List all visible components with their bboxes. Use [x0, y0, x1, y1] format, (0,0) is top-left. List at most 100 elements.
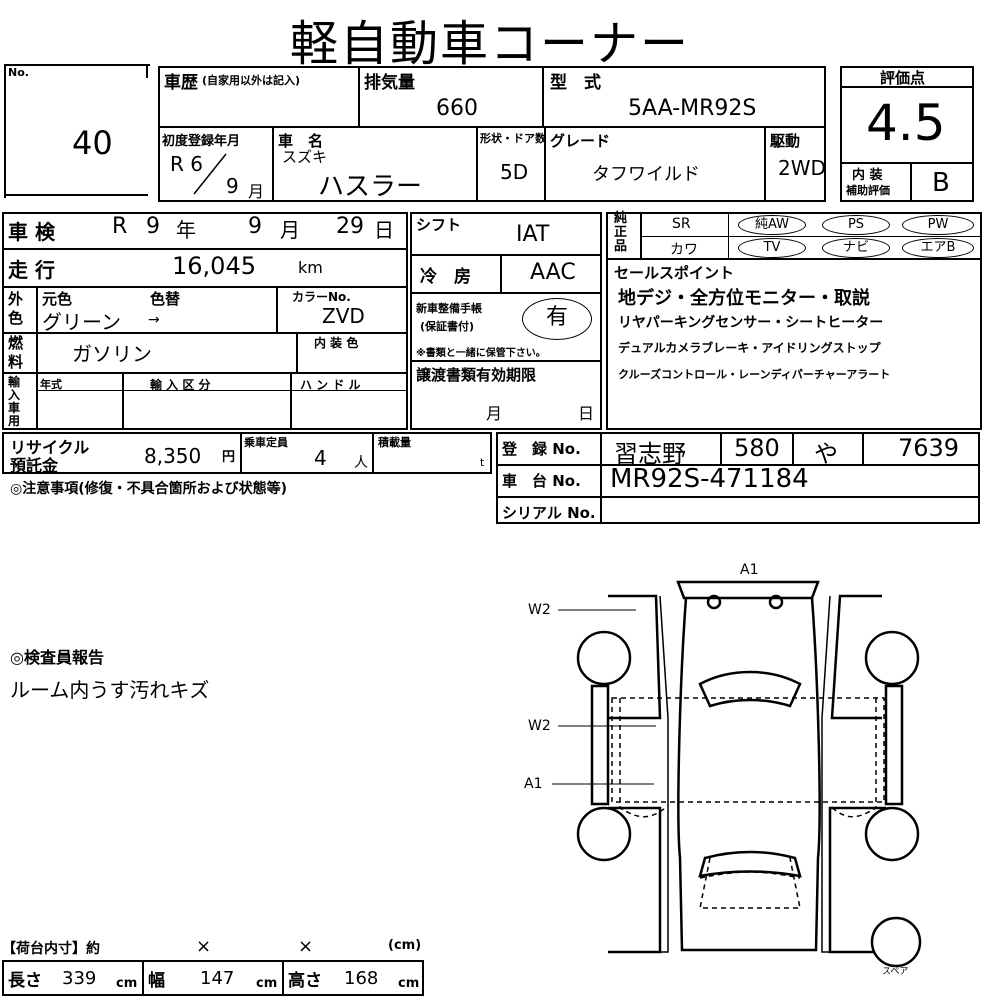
grid-line [542, 66, 544, 126]
car-maker: スズキ [282, 148, 328, 166]
inspection-day: 29 [336, 214, 364, 239]
tire-rear-right [864, 806, 920, 862]
drive-label: 駆動 [770, 132, 801, 150]
inspection-era: R [112, 214, 128, 239]
color-arrow: → [148, 312, 160, 328]
grid-line [2, 372, 408, 374]
registration-kana: や [814, 440, 838, 468]
left-rear-panel [608, 806, 662, 954]
grid-line [282, 960, 284, 996]
interior-score: B [932, 168, 950, 198]
shift-label: シフト [416, 216, 462, 234]
capacity-unit: 人 [354, 455, 368, 471]
lot-box [4, 64, 150, 198]
inspector-label: ◎検査員報告 [10, 648, 104, 667]
shift-value: IAT [516, 222, 550, 247]
left-front-door-panel [608, 594, 662, 720]
score-value: 4.5 [866, 94, 946, 152]
mileage-value: 16,045 [172, 252, 256, 280]
score-box [840, 66, 974, 202]
grid-line [36, 390, 408, 391]
grid-line [290, 372, 292, 430]
dashed-right-door [829, 698, 877, 818]
notes-label: ◎注意事項(修復・不具合箇所および状態等) [10, 481, 288, 497]
transfer-day-unit: 日 [578, 404, 595, 423]
front-bumper-shape [676, 580, 820, 600]
equipment-block [606, 212, 982, 430]
grid-line [500, 254, 502, 292]
model-type-value: 5AA-MR92S [628, 96, 757, 121]
sales-point-3: デュアルカメラブレーキ・アイドリングストップ [618, 341, 881, 355]
capacity-label: 乗車定員 [244, 436, 288, 449]
cargo-width-label: 幅 [148, 971, 165, 991]
first-reg-year: R 6 [170, 152, 203, 176]
manual-label-2: (保証書付) [420, 320, 475, 333]
score-line [910, 162, 912, 202]
transfer-docs-label: 譲渡書類有効期限 [416, 366, 537, 384]
diagram-label-a1-top: A1 [740, 562, 759, 578]
spare-tire [870, 916, 922, 968]
grid-line [862, 432, 864, 464]
grid-line [544, 126, 546, 202]
lot-no-label: No. [8, 66, 29, 79]
first-reg-month-unit: 月 [248, 182, 265, 201]
cargo-unit: (cm) [388, 938, 422, 953]
displacement-label: 排気量 [364, 73, 415, 93]
model-type-label: 型 式 [550, 73, 601, 93]
inspector-text: ルーム内うす汚れキズ [10, 678, 210, 702]
cargo-label: 【荷台内寸】約 [2, 941, 100, 957]
manual-label-1: 新車整備手帳 [416, 302, 482, 315]
diagram-label-w2-top: W2 [528, 602, 551, 618]
load-unit: t [480, 456, 485, 469]
right-rear-panel [828, 806, 886, 954]
car-model: ハスラー [318, 172, 423, 202]
recycle-unit: 円 [222, 450, 236, 465]
grid-line [410, 254, 602, 256]
import-handle-label: ハ ン ド ル [300, 378, 361, 392]
equipment-tv: TV [738, 238, 806, 258]
registration-block [496, 432, 980, 524]
cargo-length-label: 長さ [8, 971, 42, 991]
manual-oval: 有 [522, 298, 592, 340]
sales-points-label: セールスポイント [614, 264, 735, 282]
inspection-day-unit: 日 [374, 218, 394, 242]
dashed-trunk [699, 871, 801, 879]
cargo-height: 168 [344, 968, 379, 989]
import-label: 輸入車用 [8, 375, 21, 428]
equipment-navi: ナビ [822, 238, 890, 258]
right-body-edge [821, 595, 831, 953]
vehicle-info-grid [158, 66, 826, 202]
cargo-x1: × [196, 936, 212, 957]
equipment-pw: PW [902, 215, 974, 235]
grid-line [142, 960, 144, 996]
inspection-year: 9 [146, 214, 160, 239]
grid-line [410, 360, 602, 362]
cargo-length: 339 [62, 968, 97, 989]
grid-line [272, 126, 274, 202]
equipment-leather: カワ [670, 242, 698, 258]
grid-line [2, 286, 408, 288]
registration-number: 7639 [898, 434, 960, 462]
grid-line [496, 496, 980, 498]
registration-area: 習志野 [614, 440, 686, 468]
cargo-x2: × [298, 936, 314, 957]
diagram-label-spare: スペア [882, 967, 909, 977]
registration-class: 580 [734, 434, 780, 462]
grid-line [606, 258, 982, 260]
grid-line [410, 292, 602, 294]
lot-box-tick [146, 64, 148, 78]
import-category-label: 輸 入 区 分 [150, 378, 211, 392]
car-damage-diagram [552, 580, 922, 968]
grid-line [496, 464, 980, 466]
dashed-left-door [619, 698, 669, 818]
equipment-alloy-wheels: 純AW [738, 215, 806, 235]
grid-line [122, 372, 124, 430]
grid-line [296, 332, 298, 372]
cargo-height-unit: cm [398, 976, 420, 991]
capacity-value: 4 [314, 446, 327, 470]
inspection-month-unit: 月 [280, 218, 300, 242]
manual-note: ※書類と一緒に保管下さい。 [416, 348, 546, 359]
load-label: 積載量 [378, 436, 411, 449]
color-value: グリーン [42, 310, 121, 334]
cargo-length-unit: cm [116, 976, 138, 991]
